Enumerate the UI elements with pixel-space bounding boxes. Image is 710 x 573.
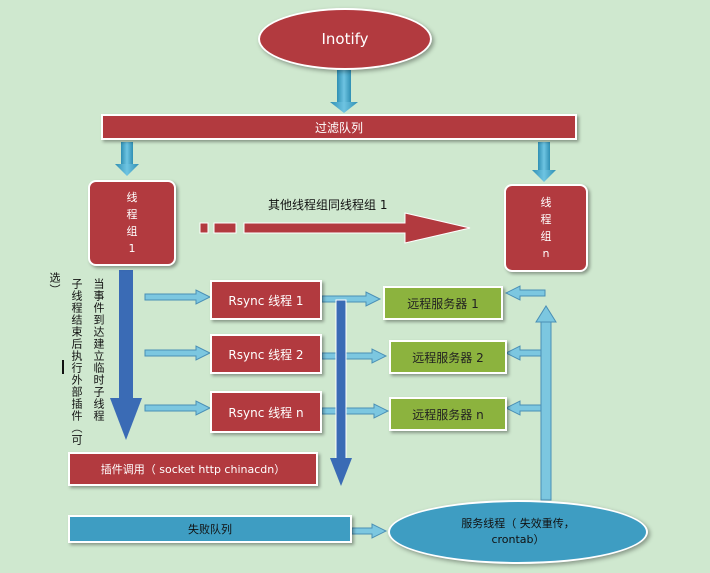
- remote-label: 远程服务器 n: [412, 407, 484, 422]
- inotify-label: Inotify: [321, 30, 369, 48]
- side-note-col2: 子线程结束后执行外部插件（可: [70, 278, 83, 446]
- arrow-rsync-to-fail: [330, 299, 352, 486]
- arrows-service-to-remote: [504, 285, 546, 416]
- remote-label: 远程服务器 2: [412, 350, 484, 365]
- groupn-char: 组: [540, 230, 552, 243]
- rsync-label: Rsync 线程 n: [228, 405, 304, 420]
- arrow-service-up: [535, 305, 557, 501]
- groupn-char: 程: [540, 213, 552, 226]
- remote-server-2: 远程服务器 2: [389, 340, 507, 374]
- remote-server-1: 远程服务器 1: [383, 286, 503, 320]
- rsync-label: Rsync 线程 1: [228, 293, 304, 308]
- arrow-filter-to-group1: [115, 142, 139, 176]
- remote-label: 远程服务器 1: [407, 296, 479, 311]
- inotify-node: Inotify: [258, 8, 432, 70]
- arrows-to-remote: [321, 291, 390, 419]
- service-label-line2: crontab）: [491, 533, 545, 546]
- filter-queue: 过滤队列: [101, 114, 577, 140]
- rsync-thread-n: Rsync 线程 n: [210, 391, 322, 433]
- group1-char: 程: [126, 208, 138, 221]
- rsync-label: Rsync 线程 2: [228, 347, 304, 362]
- fail-queue: 失败队列: [68, 515, 352, 543]
- group1-char: 线: [126, 191, 138, 204]
- service-thread-node: 服务线程（ 失效重传， crontab）: [388, 500, 648, 564]
- fail-queue-label: 失败队列: [188, 523, 232, 536]
- side-note-bar: [62, 360, 64, 374]
- rsync-thread-2: Rsync 线程 2: [210, 334, 322, 374]
- arrow-filter-to-groupn: [532, 142, 556, 182]
- other-groups-label: 其他线程组同线程组 1: [268, 198, 388, 212]
- plugin-label: 插件调用（ socket http chinacdn）: [100, 463, 286, 476]
- side-note-col3: 选）: [48, 272, 61, 296]
- arrow-group1-down: [110, 270, 142, 440]
- service-label-line1: 服务线程（ 失效重传，: [461, 517, 575, 530]
- groupn-char: n: [542, 247, 550, 260]
- arrow-fail-to-service: [351, 523, 388, 539]
- arrow-inotify-to-filter: [330, 70, 358, 113]
- rsync-thread-1: Rsync 线程 1: [210, 280, 322, 320]
- group1-char: 1: [128, 242, 136, 255]
- arrows-to-rsync: [144, 289, 212, 416]
- side-note-col1: 当事件到达建立临时子线程: [92, 278, 105, 422]
- arrow-group1-to-groupn: [199, 212, 471, 244]
- groupn-char: 线: [540, 196, 552, 209]
- group1-char: 组: [126, 225, 138, 238]
- remote-server-n: 远程服务器 n: [389, 397, 507, 431]
- thread-group-n: 线 程 组 n: [504, 184, 588, 272]
- filter-queue-label: 过滤队列: [314, 120, 363, 135]
- plugin-call: 插件调用（ socket http chinacdn）: [68, 452, 318, 486]
- thread-group-1: 线 程 组 1: [88, 180, 176, 266]
